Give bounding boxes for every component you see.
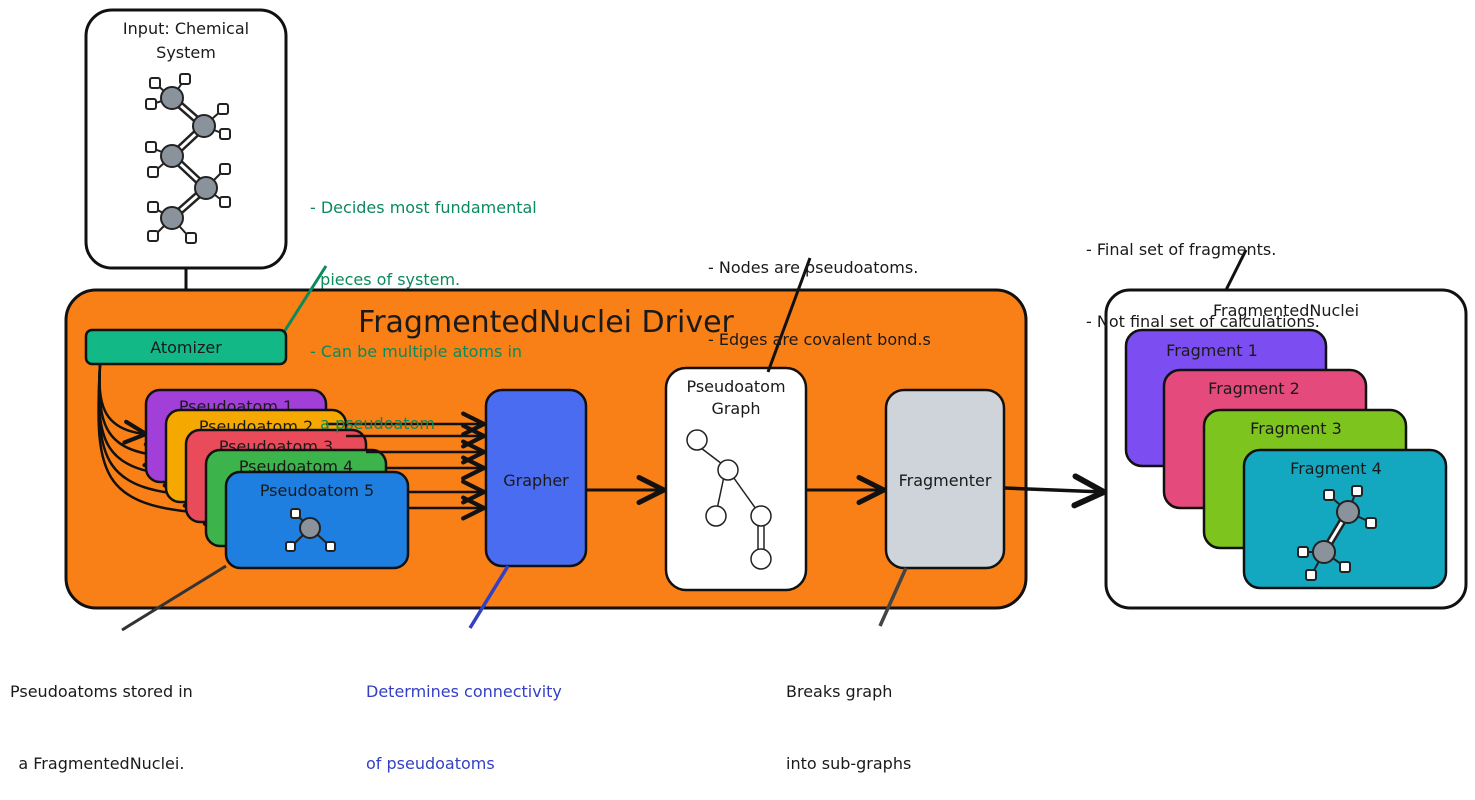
fragment-label-2: Fragment 2 <box>1208 379 1300 398</box>
atomizer-box: Atomizer <box>84 328 288 366</box>
pseudoatom-label-5: Pseudoatom 5 <box>260 481 374 500</box>
molecule-icon <box>145 73 231 244</box>
methyl-molecule-icon <box>285 508 336 552</box>
atomizer-note: - Decides most fundamental pieces of sys… <box>310 148 537 460</box>
grapher-note-pointer <box>468 565 510 629</box>
input-title-line2: System <box>156 43 216 62</box>
graph-title-line1: Pseudoatom <box>686 377 785 396</box>
pseudoatoms-note-line1: Pseudoatoms stored in <box>10 682 193 701</box>
fragmenter-box: Fragmenter <box>884 388 1006 570</box>
fragmenter-note-line2: into sub-graphs <box>786 754 912 773</box>
fragments-note-pointer <box>1224 249 1248 291</box>
driver-title: FragmentedNuclei Driver <box>358 305 734 340</box>
pseudoatoms-note-line2: a FragmentedNuclei. <box>18 754 185 773</box>
graph-title-line2: Graph <box>711 399 760 418</box>
fragment-card-4: Fragment 4 <box>1242 448 1448 590</box>
fragment-label-3: Fragment 3 <box>1250 419 1342 438</box>
pseudoatoms-note-pointer <box>121 564 227 632</box>
atomizer-note-pointer <box>282 265 328 333</box>
atomizer-note-line2: pieces of system. <box>310 270 461 289</box>
grapher-note-line1: Determines connectivity <box>366 682 562 701</box>
graph-note-line1: - Nodes are pseudoatoms. <box>708 258 919 277</box>
fragmenter-to-output-arrow <box>1003 488 1104 492</box>
atomizer-note-line4: a pseudoatom <box>310 414 435 433</box>
pseudoatoms-storage-note: Pseudoatoms stored in a FragmentedNuclei… <box>10 632 193 800</box>
pseudoatoms-to-grapher-arrows <box>326 424 484 508</box>
input-system-box: Input: Chemical System <box>84 8 288 270</box>
fragment-label-4: Fragment 4 <box>1290 459 1382 478</box>
graph-note-line2: - Edges are covalent bond.s <box>708 330 931 349</box>
fragment-label-1: Fragment 1 <box>1166 341 1258 360</box>
pseudoatom-graph-box: Pseudoatom Graph <box>664 366 808 592</box>
graph-nodes <box>686 429 772 570</box>
grapher-note: Determines connectivity of pseudoatoms <box>366 632 562 800</box>
atomizer-note-line3: - Can be multiple atoms in <box>310 342 523 361</box>
grapher-note-line2: of pseudoatoms <box>366 754 495 773</box>
workflow-diagram: Input: Chemical System <box>64 8 1468 632</box>
grapher-box: Grapher <box>484 388 588 568</box>
pseudoatom-card-5: Pseudoatom 5 <box>224 470 410 570</box>
fragmenter-note: Breaks graph into sub-graphs <box>786 632 911 800</box>
fragmenter-note-line1: Breaks graph <box>786 682 893 701</box>
fragments-note-line2: - Not final set of calculations. <box>1086 312 1320 331</box>
output-title: FragmentedNuclei <box>1213 301 1359 320</box>
fragment-stack: Fragment 1 Fragment 2 Fragment 3 Fragmen… <box>1124 328 1448 590</box>
input-title-line1: Input: Chemical <box>123 19 249 38</box>
ethane-molecule-icon <box>1297 485 1377 581</box>
atomizer-note-line1: - Decides most fundamental <box>310 198 537 217</box>
fragmenter-label: Fragmenter <box>899 471 992 490</box>
fragmenter-note-pointer <box>878 567 908 627</box>
graph-note-pointer <box>766 257 812 373</box>
atomizer-label: Atomizer <box>150 338 222 357</box>
pseudoatom-stack: Pseudoatom 1 Pseudoatom 2 Pseudoatom 3 P… <box>144 388 410 570</box>
fragments-note: - Final set of fragments. - Not final se… <box>1086 190 1320 358</box>
fragments-note-line1: - Final set of fragments. <box>1086 240 1277 259</box>
grapher-label: Grapher <box>503 471 569 490</box>
graph-note: - Nodes are pseudoatoms. - Edges are cov… <box>708 208 931 376</box>
